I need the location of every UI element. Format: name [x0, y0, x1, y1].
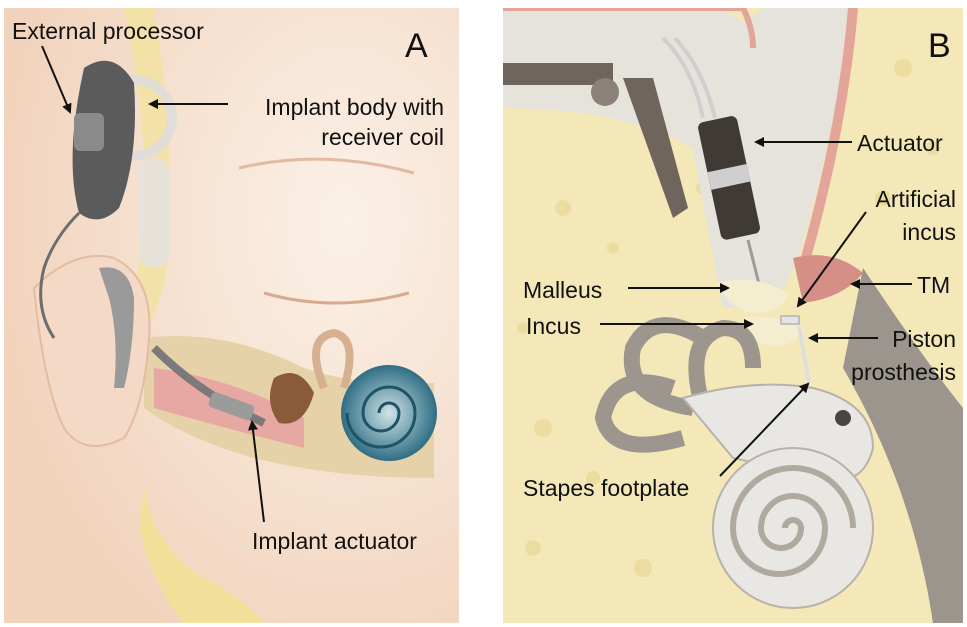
implant-body: [139, 158, 169, 268]
round-window: [835, 410, 851, 426]
label-implant-body-line1: Implant body with: [232, 94, 444, 120]
mount-ball-joint: [591, 78, 619, 106]
label-actuator: Actuator: [857, 130, 943, 156]
label-malleus: Malleus: [523, 277, 602, 303]
label-incus: Incus: [526, 313, 581, 339]
artificial-incus: [781, 316, 799, 324]
panel-a-letter: A: [405, 28, 428, 64]
label-external-processor: External processor: [12, 18, 204, 44]
processor-button: [74, 113, 104, 151]
cochlea: [713, 448, 873, 608]
label-artificial-incus-line1: Artificial: [800, 186, 956, 212]
label-stapes-footplate: Stapes footplate: [523, 475, 689, 501]
label-piston-line1: Piston: [800, 326, 956, 352]
label-implant-body-line2: receiver coil: [232, 124, 444, 150]
label-implant-actuator: Implant actuator: [252, 528, 417, 554]
label-piston-line2: prosthesis: [800, 359, 956, 385]
label-tm: TM: [917, 272, 950, 298]
label-artificial-incus-line2: incus: [800, 219, 956, 245]
panel-b-letter: B: [928, 28, 951, 64]
